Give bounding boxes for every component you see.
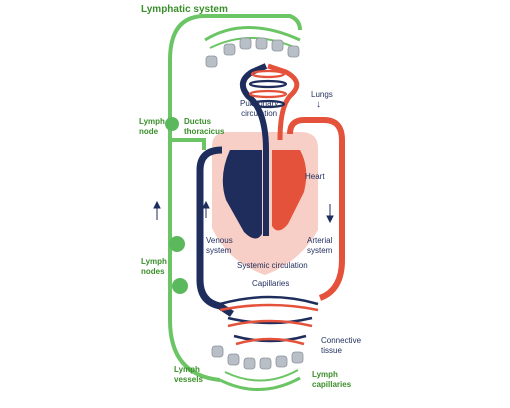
lymphatic-outer-vessel (168, 14, 221, 382)
lymphatic-system-title: Lymphatic system (141, 4, 228, 15)
lymph-node-upper (165, 117, 179, 131)
venous-system-label: Venous system (206, 236, 233, 256)
systemic-capillaries (219, 295, 319, 346)
systemic-circulation-label: Systemic circulation (237, 261, 308, 270)
pulmonary-circulation-line2: circulation (241, 109, 278, 118)
lymph-capillary-bottom (219, 376, 301, 391)
lymph-vessel-top (205, 14, 302, 31)
ductus-thoracicus-label: Ductus thoracicus (184, 117, 224, 137)
lymph-node-label-line2: node (139, 127, 159, 136)
lymph-capillaries-label: Lymph capillaries (312, 370, 351, 390)
connective-tissue-cells-top (205, 37, 300, 68)
lymph-capillary-bottom-inner (224, 369, 299, 382)
ductus-thoracicus-vessel (170, 138, 206, 150)
ductus-thoracicus-line2: thoracicus (184, 127, 225, 136)
lymph-capillaries-line2: capillaries (312, 380, 352, 389)
lymph-node-label: Lymph node (139, 117, 165, 137)
heart-left-side-red (272, 150, 307, 231)
lungs-arrow-icon: ↓ (316, 99, 321, 110)
flow-arrows (153, 200, 334, 224)
connective-tissue-cells-bottom (211, 345, 304, 370)
lymph-node-label-line1: Lymph (139, 117, 165, 126)
arterial-system-label: Arterial system (307, 236, 332, 256)
lymph-node-lower (172, 278, 188, 294)
lymph-nodes-line1: Lymph (141, 257, 167, 266)
venous-system-line2: system (206, 246, 232, 255)
lungs-label: Lungs (311, 90, 333, 99)
venous-system-line1: Venous (206, 236, 233, 245)
ductus-thoracicus-line1: Ductus (184, 117, 212, 126)
venous-system-vessel (196, 146, 234, 317)
lymph-capillary-top (204, 26, 301, 42)
connective-tissue-label: Connective tissue (321, 336, 361, 356)
connective-tissue-line2: tissue (321, 346, 342, 355)
heart-right-side-navy (222, 150, 262, 239)
pulmonary-vessel-red (267, 63, 300, 141)
pulmonary-vessel-navy (239, 63, 269, 236)
lymph-node-middle (169, 236, 185, 252)
pulmonary-circulation-label: Pulmonary circulation (240, 99, 278, 119)
capillaries-label: Capillaries (252, 279, 290, 288)
lung-capillaries (248, 69, 288, 109)
pulmonary-circulation-line1: Pulmonary (240, 99, 279, 108)
lymph-capillaries-line1: Lymph (312, 370, 338, 379)
lymph-vessels-line2: vessels (174, 375, 203, 384)
lymph-capillary-top-inner (209, 37, 297, 49)
arterial-system-line2: system (307, 246, 333, 255)
arterial-system-vessel (287, 117, 345, 301)
connective-tissue-line1: Connective (321, 336, 362, 345)
lymph-nodes-line2: nodes (141, 267, 165, 276)
heart-label: Heart (305, 172, 325, 181)
arterial-system-line1: Arterial (307, 236, 333, 245)
lymph-vessels-label: Lymph vessels (174, 365, 203, 385)
lymph-vessels-line1: Lymph (174, 365, 200, 374)
lymph-nodes-label: Lymph nodes (141, 257, 167, 277)
